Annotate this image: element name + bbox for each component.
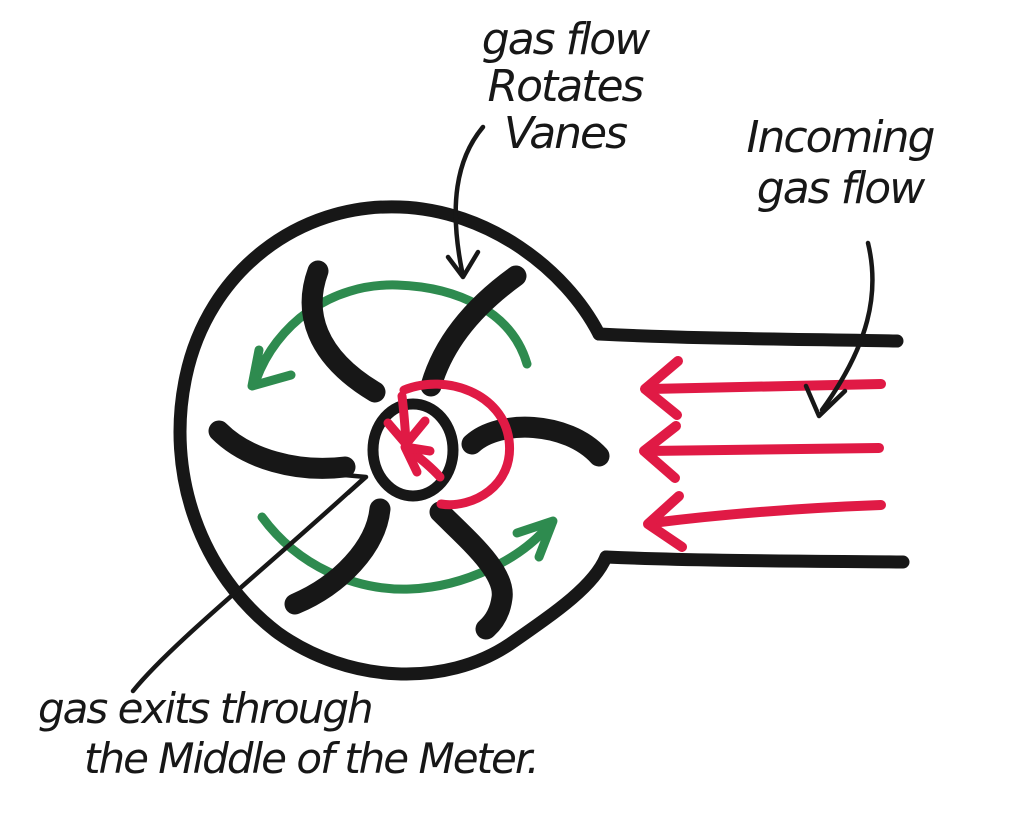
rotation-arrow-top xyxy=(251,280,532,385)
rotation-label-arrow-head xyxy=(445,249,481,280)
vane-top-right xyxy=(420,265,527,397)
vane-left xyxy=(208,420,356,479)
exit-label-line1: gas exits through xyxy=(38,684,374,733)
pipe-top-wall xyxy=(592,327,904,348)
center-exit-arrow-bottom-head xyxy=(400,442,435,477)
meter-outline xyxy=(173,200,613,681)
vane-top-left xyxy=(301,260,386,403)
incoming-label-line1: Incoming xyxy=(746,112,936,163)
meter-vanes xyxy=(208,260,610,640)
rotation-arrow-bottom xyxy=(257,512,554,594)
vane-bottom-left xyxy=(284,498,391,615)
vane-right xyxy=(461,416,610,467)
incoming-arrow-2-head xyxy=(639,421,681,483)
pipe-bottom-wall xyxy=(599,550,910,569)
incoming-arrow-2 xyxy=(643,443,884,456)
exit-label-arrow xyxy=(130,477,365,694)
exit-label: gas exits through the Middle of the Mete… xyxy=(38,684,540,784)
rotation-label-line1: gas flow xyxy=(481,14,650,65)
annotation-arrows xyxy=(130,124,875,694)
rotation-arrow-bottom-head xyxy=(512,516,558,562)
rotation-label-arrow xyxy=(453,124,486,274)
center-outlet-ring xyxy=(367,398,459,502)
incoming-arrow-3 xyxy=(647,500,886,528)
incoming-arrow-3-head xyxy=(643,491,687,552)
rotation-label: gas flow Rotates Vanes xyxy=(430,16,700,157)
rotation-label-line2: Rotates xyxy=(487,61,645,112)
rotation-arrow-top-head xyxy=(247,345,296,391)
gas-flow-marks xyxy=(383,356,886,552)
exit-label-arrow-head xyxy=(330,471,369,496)
incoming-arrow-1-head xyxy=(640,356,683,420)
incoming-flow-arrows xyxy=(639,356,886,552)
exit-label-line2: the Middle of the Meter. xyxy=(84,734,540,783)
incoming-label-arrow xyxy=(819,240,875,413)
incoming-label: Incoming gas flow xyxy=(700,112,980,214)
incoming-label-line2: gas flow xyxy=(756,163,925,214)
rotation-arrows xyxy=(247,280,558,594)
center-swirl-arc xyxy=(399,379,515,510)
rotation-label-line3: Vanes xyxy=(503,108,628,159)
incoming-label-arrow-head xyxy=(803,383,848,419)
vane-bottom-right xyxy=(429,501,513,640)
incoming-arrow-1 xyxy=(645,379,886,394)
